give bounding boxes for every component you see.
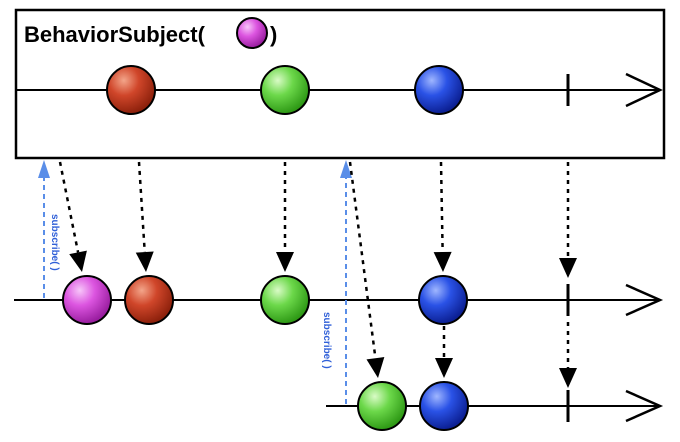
operator-title-suffix: ) xyxy=(270,22,277,47)
operator-title: BehaviorSubject( xyxy=(24,22,206,47)
emission-arrows-subscriber-1 xyxy=(58,161,577,278)
subscriber-1-marble-red xyxy=(124,275,174,325)
emission-arrow-green-replay xyxy=(348,161,385,378)
subscriber-1-marble-green xyxy=(260,275,310,325)
subscribe-arrow-1 xyxy=(38,160,50,298)
emission-arrow-blue-2 xyxy=(435,326,453,378)
subscriber-1-marble-purple xyxy=(62,275,112,325)
emission-arrow-complete xyxy=(559,162,577,278)
subscriber-2-timeline-arrowhead xyxy=(625,389,664,423)
emission-arrow-blue xyxy=(433,161,452,272)
source-events xyxy=(106,65,570,115)
subscriber-2-events xyxy=(357,381,570,431)
subscriber-1-timeline-arrowhead xyxy=(625,283,664,317)
source-marble-blue xyxy=(414,65,464,115)
emission-arrow-complete-2 xyxy=(559,322,577,388)
emission-arrows-subscriber-2 xyxy=(348,161,577,388)
emission-arrow-green xyxy=(276,162,294,272)
initial-value-marble xyxy=(236,17,268,49)
subscribe-label-1: subscribe( ) xyxy=(49,214,60,271)
subscribe-label-2: subscribe( ) xyxy=(321,312,332,369)
subscriber-2-marble-green xyxy=(357,381,407,431)
source-timeline-arrowhead xyxy=(625,72,663,108)
operator-title-prefix: BehaviorSubject( xyxy=(24,22,206,47)
source-marble-red xyxy=(106,65,156,115)
emission-arrow-purple xyxy=(58,161,87,272)
source-marble-green xyxy=(260,65,310,115)
subscriber-2-marble-blue xyxy=(419,381,469,431)
emission-arrow-red xyxy=(135,161,154,272)
subscribe-arrow-2 xyxy=(340,160,352,404)
subscriber-1-marble-blue xyxy=(418,275,468,325)
subscriber-1-events xyxy=(62,275,570,325)
